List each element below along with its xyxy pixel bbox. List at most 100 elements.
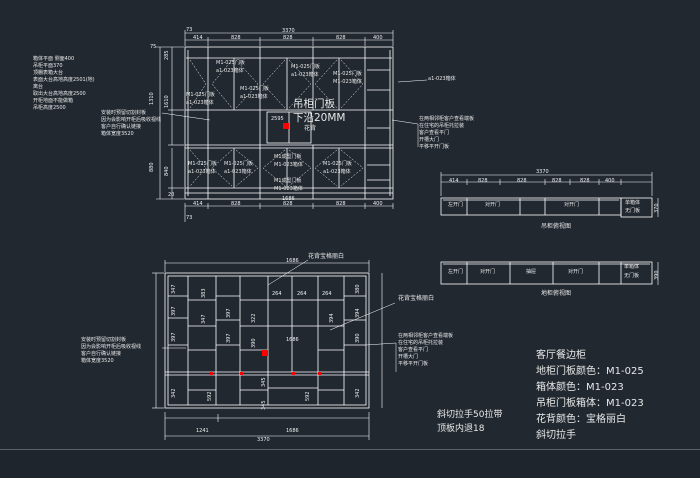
spec-line: 吊柜门板箱体：M1-023 [536,398,644,409]
note-line: 安装时预留切割封板 [101,110,147,116]
spec-line: 斜切拉手 [536,430,576,441]
lower-body-label-1: a1-023箱体 [188,169,216,175]
upper-plan-depth: 370 [654,203,660,213]
shelf-dim: 342 [355,388,361,398]
note-line: 客户查看平门 [398,347,429,353]
upper-plan-title: 吊柜俯视图 [541,223,572,230]
lower-plan-cell-2: 对开门 [480,269,496,275]
left-notes-bottom: 安装时预留切割封板 因为会影响开柜后吸收视线 客户自行确认链接 箱体宽度3520 [81,338,141,364]
note-line: 表面大台高地高度2501(地) [33,77,95,83]
note-line: 因为会影响开柜后吸收视线 [101,117,162,123]
shelf-dim: 380 [355,284,361,294]
mid-door-label-1: M1成型门板 [274,154,302,160]
lower-plan-cell-3: 抽屉 [526,269,537,275]
bottom-elevation-dimensions [152,260,383,440]
note-line: 在住宅的吊柜托拉装 [398,340,444,346]
height-dim-75: 75 [150,44,157,50]
plan-seg-1: 414 [449,178,459,184]
shelf-dim: 390 [251,338,257,348]
upper-body-label-1: a1-023箱体 [216,68,244,74]
top-seg-6: 400 [373,35,383,41]
upper-plan-cell-2: 对开门 [485,202,501,208]
top-seg-1: 414 [193,35,203,41]
bottom-leader-lines [162,259,397,372]
note-line: 客户自行确认链接 [81,351,122,357]
spec-line: 地柜门板颜色：M1-025 [536,366,644,377]
lower-plan-cell-4: 对开门 [568,269,584,275]
huabei-label-top: 花背 [304,125,317,132]
lower-body-label-2: a1-023箱体 [224,169,252,175]
shelf-dim: 342 [171,388,177,398]
right-notes-top: 在两相邻柜客户查看端板 在住宅的吊柜托拉装 客户查看平门 开槽大门 平移平开门板 [419,117,474,150]
shelf-dim: 322 [251,313,257,323]
spec-block: 客厅餐边柜 地柜门板颜色：M1-025 箱体颜色：M1-023 吊柜门板箱体：M… [536,348,644,444]
bottom-offset: 73 [186,215,193,221]
bottom-dim-top: 1686 [282,196,295,202]
plan-seg-3: 828 [517,178,527,184]
lower-plan-cell-6: 无门板 [624,273,640,279]
spec-line: 花背颜色：宝格丽白 [536,414,626,425]
shelf-dim: 264 [297,291,307,297]
bottom-seg-2: 828 [231,201,241,207]
note-line: 离台 [33,84,44,90]
upper-door-label-2: M1-025门板 [186,92,215,98]
upper-door-label-3: M1-025门板 [240,86,269,92]
handle-note-line-1: 斜切拉手50拉带 [437,410,503,420]
top-overall-width: 3370 [282,28,295,34]
bottom-seg-4: 828 [336,201,346,207]
door-swing-lines [189,59,364,187]
bottom-elev-mid-dim: 1686 [286,337,299,343]
bottom-elev-dim-right: 1686 [286,428,299,434]
status-bar [0,449,700,478]
note-line: 顶棚表箱大台 [33,70,64,76]
shelf-dim: 347 [201,314,207,324]
top-seg-2: 828 [231,35,241,41]
upper-plan-cell-7: 无门板 [625,208,641,214]
note-line: 平移平开门板 [419,144,450,150]
plan-seg-4: 828 [552,178,562,184]
note-line: 开槽大门 [419,137,440,143]
mid-body-label-1: M1-023箱体 [274,162,303,168]
shelf-dim: 397 [171,332,177,342]
note-line: 箱体宽度3520 [101,131,134,137]
bottom-seg-1: 414 [193,201,203,207]
upper-body-label-2: a1-023箱体 [186,100,214,106]
lower-plan-cell-5: 单箱体 [624,264,640,270]
note-line: 吊柜高度2500 [33,105,66,111]
note-line: 安装时预留切割封板 [81,337,127,343]
spec-title: 客厅餐边柜 [536,350,586,361]
shelf-dim: 397 [226,308,232,318]
plan-seg-6: 400 [605,178,615,184]
shelf-dim: 345 [261,400,267,410]
mid-door-label-2: M1成型门板 [274,178,302,184]
handle-note-line-2: 顶板内退18 [437,424,485,434]
lower-door-label-2: M1-025门板 [224,161,253,167]
upper-body-label-3: a1-023箱体 [240,94,268,100]
left-notes-top: 箱体平面 侧面400 吊柜平面370 顶棚表箱大台 表面大台高地高度2501(地… [33,57,95,111]
upper-plan-view [440,197,653,218]
shelf-dim: 397 [226,333,232,343]
note-line: 开柜地面不能做箱 [33,98,74,104]
leader-lines [161,79,428,147]
upper-plan-cell-1: 左开门 [448,202,464,208]
bottom-elevation-outline [164,272,370,409]
note-line: 箱体平面 侧面400 [33,56,75,62]
huabei-label-bottom-1: 花背宝格丽白 [308,253,345,260]
inner-dim-top: 2595 [271,116,284,122]
bottom-elev-top-dim: 1686 [286,258,299,264]
upper-body-label-5: M1-023箱体 [333,79,362,85]
right-callout-top: a1-023箱体 [428,76,456,82]
lower-body-label-3: a1-023箱体 [323,169,351,175]
note-line: 在两相邻柜客户查看端板 [398,333,454,339]
note-line: 吊柜平面370 [33,63,63,69]
shelf-dim: 592 [207,391,213,401]
note-line: 在两相邻柜客户查看端板 [419,116,475,122]
top-elevation-outline [184,46,394,200]
red-markers [210,123,321,375]
shelf-dim: 383 [201,288,207,298]
note-line: 因为会影响开柜后吸收视线 [81,344,142,350]
upper-body-label-4: a1-023箱体 [291,72,319,78]
note-line: 取出大台高地高度2500 [33,91,86,97]
shelf-dim: 397 [171,306,177,316]
upper-door-label-4: M1-025门板 [291,64,320,70]
